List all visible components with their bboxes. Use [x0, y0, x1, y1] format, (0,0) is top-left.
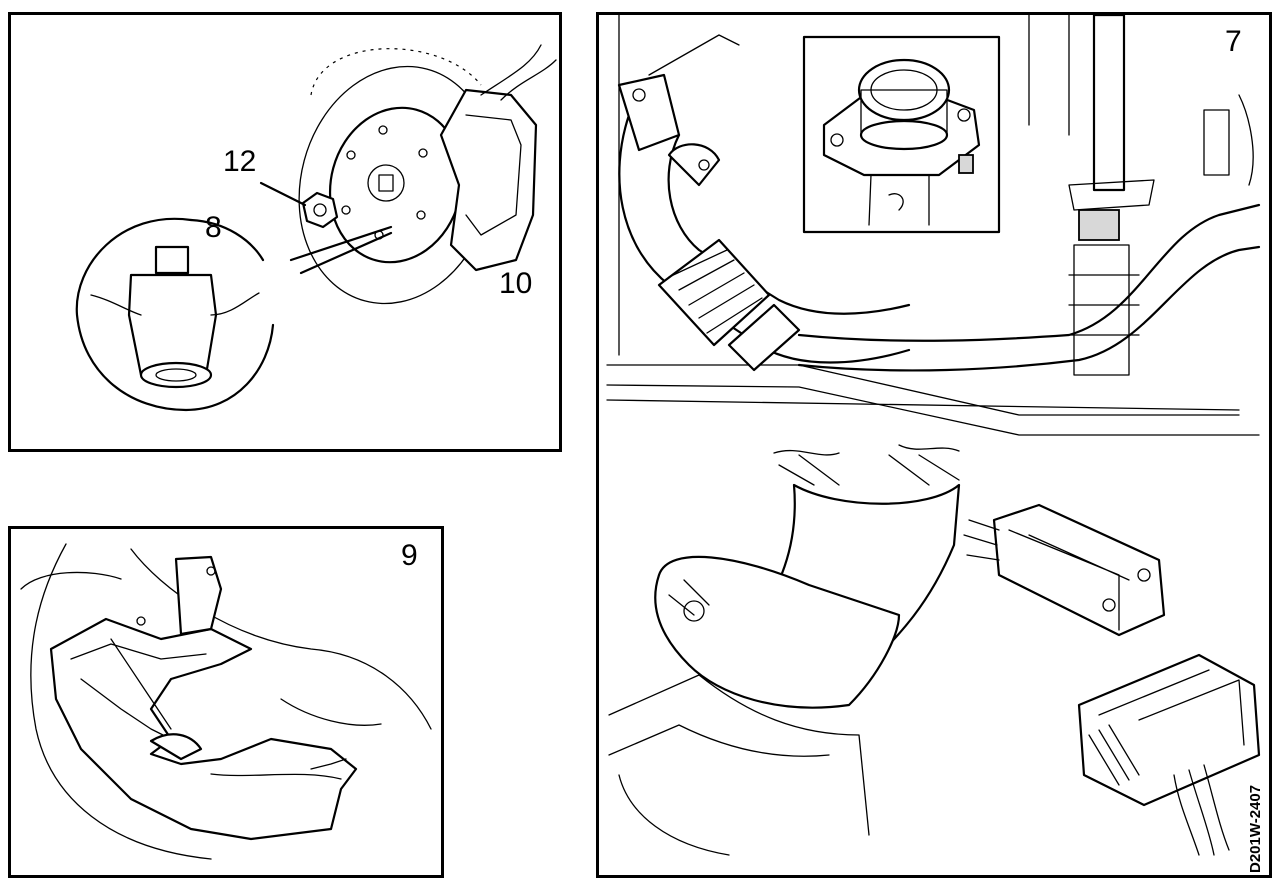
- electrical-connector-icon: [963, 503, 1261, 856]
- wheel-hub-illustration: [75, 44, 557, 412]
- exhaust-pipe-icon: [617, 34, 911, 372]
- panel-splash-shield: 9: [8, 526, 444, 878]
- callout-12: 12: [223, 145, 257, 178]
- flange-inset: [802, 35, 1001, 234]
- panel-exhaust-connector: 7 D201W-2407: [596, 12, 1272, 878]
- callout-9: 9: [401, 539, 418, 572]
- brake-caliper-icon: [439, 44, 557, 272]
- panel-wheel-hub: 12 8 10: [8, 12, 562, 452]
- nut-detail-inset: [75, 217, 275, 412]
- callout-10: 10: [499, 267, 533, 300]
- exhaust-illustration: [606, 15, 1261, 856]
- callout-8: 8: [205, 211, 222, 244]
- drawing-code: D201W-2407: [1247, 784, 1264, 873]
- wheel-hub-icon: [328, 106, 464, 264]
- exhaust-pipe-lower: [608, 444, 961, 856]
- splash-shield-illustration: [20, 543, 432, 860]
- splash-shield-icon: [20, 543, 432, 860]
- callout-7: 7: [1225, 25, 1242, 58]
